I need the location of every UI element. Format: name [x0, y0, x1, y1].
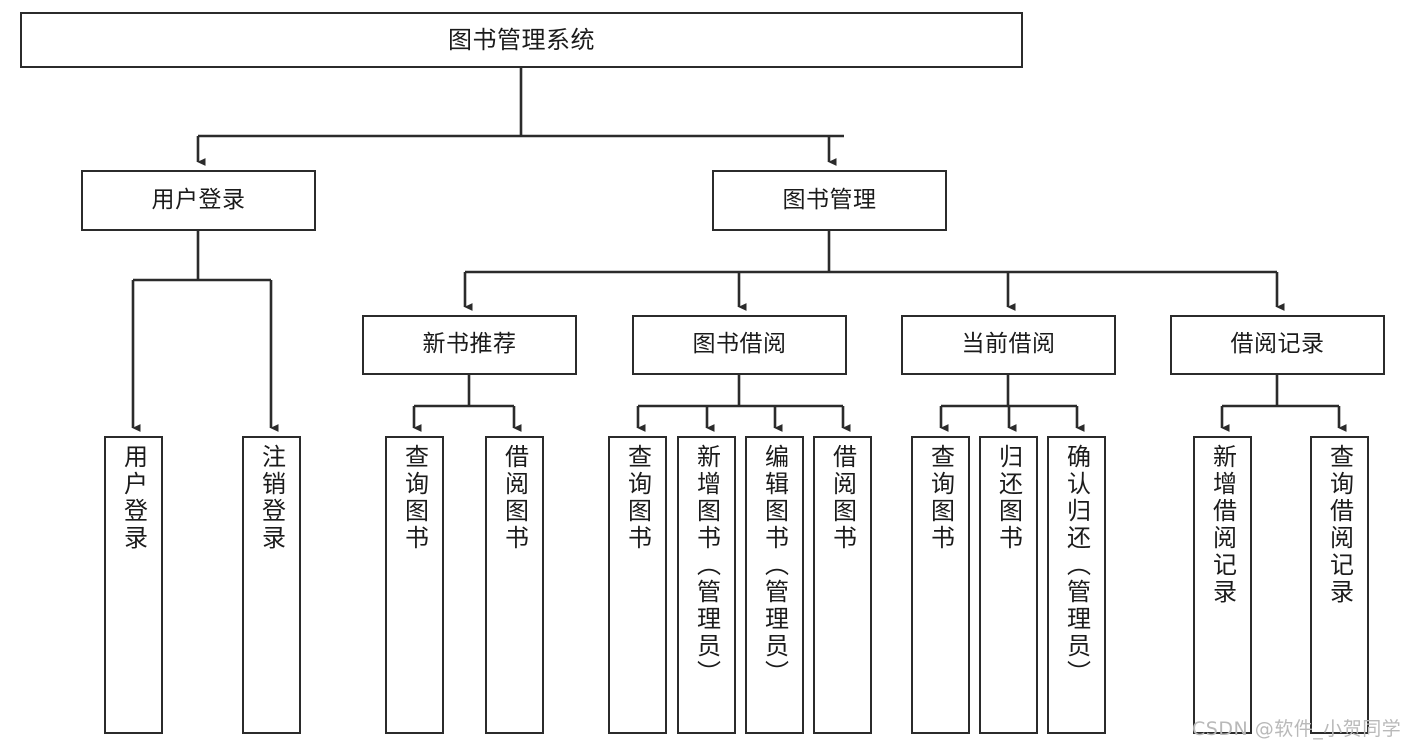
node-leaf-logout-login-label: 注销登录 [257, 444, 286, 552]
node-leaf-borrow-book-2-label: 借阅图书 [828, 444, 857, 552]
node-leaf-confirm-return-label: 确认归还（管理员） [1062, 444, 1091, 687]
node-leaf-add-record[interactable]: 新增借阅记录 [1193, 436, 1252, 734]
node-leaf-query-book-3-label: 查询图书 [926, 444, 955, 552]
edge-group-root [196, 68, 844, 166]
edge-group-book-management [463, 231, 1285, 311]
node-leaf-query-record-label: 查询借阅记录 [1325, 444, 1354, 606]
node-user-login-label: 用户登录 [151, 186, 246, 213]
node-leaf-confirm-return[interactable]: 确认归还（管理员） [1047, 436, 1106, 734]
node-book-management[interactable]: 图书管理 [712, 170, 947, 231]
node-book-borrow[interactable]: 图书借阅 [632, 315, 847, 375]
node-leaf-add-record-label: 新增借阅记录 [1208, 444, 1237, 606]
node-user-login[interactable]: 用户登录 [81, 170, 316, 231]
node-leaf-borrow-book-1[interactable]: 借阅图书 [485, 436, 544, 734]
node-new-book-recommend[interactable]: 新书推荐 [362, 315, 577, 375]
node-leaf-query-book-1-label: 查询图书 [400, 444, 429, 552]
node-book-borrow-label: 图书借阅 [692, 331, 787, 358]
node-leaf-add-book[interactable]: 新增图书（管理员） [677, 436, 736, 734]
node-leaf-user-login[interactable]: 用户登录 [104, 436, 163, 734]
node-leaf-return-book[interactable]: 归还图书 [979, 436, 1038, 734]
node-leaf-return-book-label: 归还图书 [994, 444, 1023, 552]
node-leaf-query-book-1[interactable]: 查询图书 [385, 436, 444, 734]
node-borrow-record[interactable]: 借阅记录 [1170, 315, 1385, 375]
node-leaf-query-book-2[interactable]: 查询图书 [608, 436, 667, 734]
node-leaf-user-login-label: 用户登录 [119, 444, 148, 552]
node-leaf-edit-book-label: 编辑图书（管理员） [760, 444, 789, 687]
node-root[interactable]: 图书管理系统 [20, 12, 1023, 68]
node-leaf-query-book-2-label: 查询图书 [623, 444, 652, 552]
node-borrow-record-label: 借阅记录 [1230, 331, 1325, 358]
node-current-borrow[interactable]: 当前借阅 [901, 315, 1116, 375]
node-leaf-edit-book[interactable]: 编辑图书（管理员） [745, 436, 804, 734]
edge-group-borrow-record [1220, 375, 1347, 432]
node-leaf-add-book-label: 新增图书（管理员） [692, 444, 721, 687]
node-leaf-borrow-book-1-label: 借阅图书 [500, 444, 529, 552]
node-current-borrow-label: 当前借阅 [961, 331, 1056, 358]
node-leaf-borrow-book-2[interactable]: 借阅图书 [813, 436, 872, 734]
node-leaf-logout-login[interactable]: 注销登录 [242, 436, 301, 734]
node-leaf-query-book-3[interactable]: 查询图书 [911, 436, 970, 734]
node-leaf-query-record[interactable]: 查询借阅记录 [1310, 436, 1369, 734]
edge-group-user-login [131, 231, 279, 432]
node-new-book-recommend-label: 新书推荐 [422, 331, 517, 358]
node-root-label: 图书管理系统 [448, 25, 595, 54]
edge-group-book-borrow [636, 375, 851, 432]
edge-group-current-borrow [939, 375, 1085, 432]
node-book-management-label: 图书管理 [782, 186, 877, 213]
edge-group-new-book-recommend [412, 375, 522, 432]
